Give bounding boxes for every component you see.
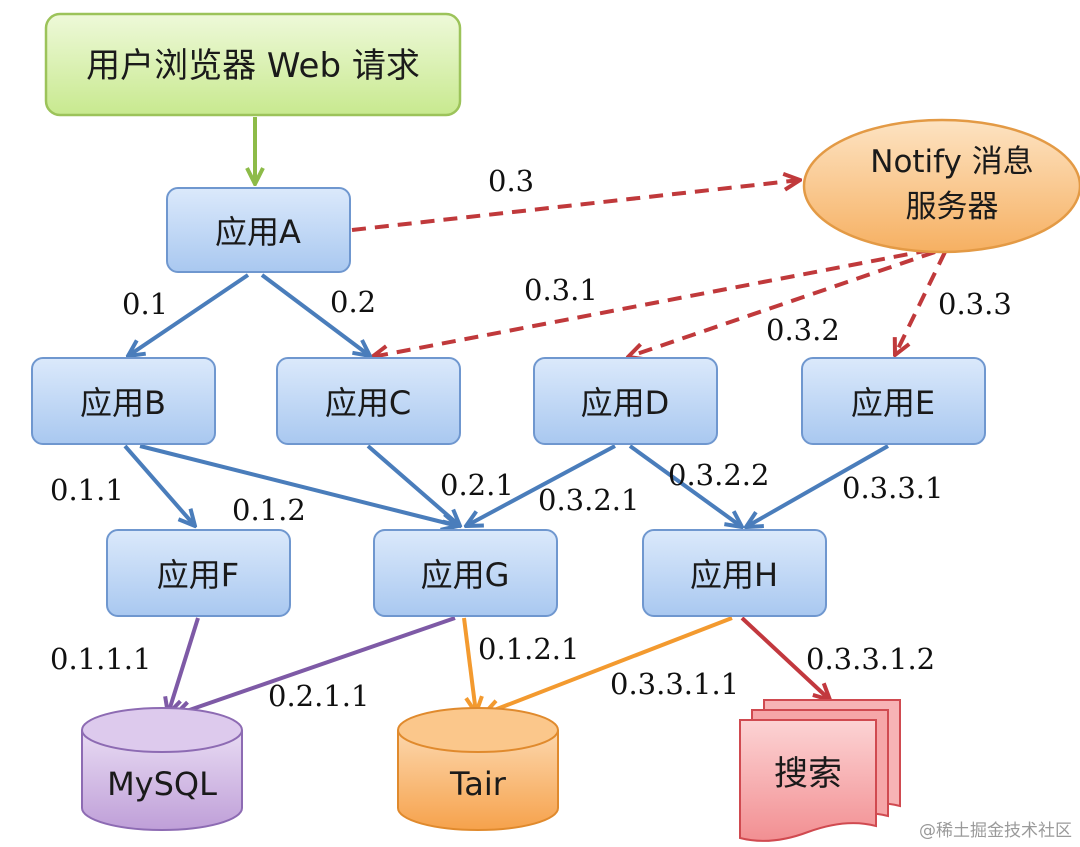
label-notify-e: 0.3.3 <box>938 287 1012 321</box>
app-node-d: 应用D <box>533 357 718 445</box>
edge-b-to-g <box>139 444 458 526</box>
label-b-f: 0.1.1 <box>50 473 124 507</box>
edge-notify-to-d <box>628 250 936 357</box>
edge-g-to-mysql <box>175 616 456 715</box>
app-c-label: 应用C <box>325 384 411 422</box>
edge-notify-to-e <box>895 251 947 355</box>
edge-h-to-search <box>740 616 830 700</box>
edge-h-to-tair <box>484 616 733 714</box>
request-label: 用户浏览器 Web 请求 <box>86 46 420 86</box>
edge-f-to-mysql <box>168 617 200 714</box>
tair-database: Tair <box>397 707 559 831</box>
label-b-g: 0.1.2 <box>232 493 306 527</box>
label-notify-c: 0.3.1 <box>524 273 598 307</box>
mysql-database: MySQL <box>81 707 243 831</box>
edge-a-to-notify <box>351 180 800 232</box>
app-node-e: 应用E <box>801 357 986 445</box>
label-g-mysql: 0.2.1.1 <box>268 679 369 713</box>
label-a-notify: 0.3 <box>488 164 534 198</box>
notify-label-line1: Notify 消息 <box>870 144 1034 180</box>
label-f-mysql: 0.1.1.1 <box>50 642 151 676</box>
edge-labels: 0.3 0.1 0.2 0.3.1 0.3.2 0.3.3 0.1.1 0.1.… <box>50 164 1012 713</box>
label-g-tair: 0.1.2.1 <box>478 632 579 666</box>
app-g-label: 应用G <box>421 556 510 594</box>
app-f-label: 应用F <box>157 556 239 594</box>
edge-g-to-tair <box>462 617 476 713</box>
app-h-label: 应用H <box>690 556 778 594</box>
notify-server-node: Notify 消息 服务器 <box>802 118 1080 254</box>
label-a-c: 0.2 <box>330 285 376 319</box>
edge-e-to-h <box>746 444 889 527</box>
label-notify-d: 0.3.2 <box>766 313 840 347</box>
tair-label: Tair <box>449 765 507 803</box>
app-node-b: 应用B <box>31 357 216 445</box>
edges <box>123 117 947 715</box>
label-d-g: 0.3.2.1 <box>538 483 639 517</box>
label-c-g: 0.2.1 <box>440 468 514 502</box>
app-node-c: 应用C <box>276 357 461 445</box>
label-h-tair: 0.3.3.1.1 <box>610 667 739 701</box>
edge-c-to-g <box>366 444 460 526</box>
request-node: 用户浏览器 Web 请求 <box>44 12 462 117</box>
app-node-f: 应用F <box>106 529 291 617</box>
edge-a-to-c <box>260 273 370 356</box>
edge-b-to-f <box>123 444 195 526</box>
app-a-label: 应用A <box>215 213 301 251</box>
edge-d-to-g <box>466 444 616 526</box>
search-label: 搜索 <box>774 754 842 794</box>
edge-a-to-b <box>128 273 250 356</box>
app-d-label: 应用D <box>581 384 670 422</box>
app-e-label: 应用E <box>851 384 935 422</box>
watermark: @稀土掘金技术社区 <box>919 821 1072 841</box>
label-e-h: 0.3.3.1 <box>842 471 943 505</box>
app-node-g: 应用G <box>373 529 558 617</box>
label-a-b: 0.1 <box>122 287 168 321</box>
label-h-search: 0.3.3.1.2 <box>806 642 935 676</box>
app-b-label: 应用B <box>80 384 166 422</box>
notify-label-line2: 服务器 <box>906 189 999 225</box>
mysql-label: MySQL <box>107 765 217 803</box>
label-d-h: 0.3.2.2 <box>668 458 769 492</box>
edge-notify-to-c <box>372 248 931 357</box>
edge-d-to-h <box>628 444 742 527</box>
app-node-a: 应用A <box>166 187 351 273</box>
app-node-h: 应用H <box>642 529 827 617</box>
search-documents: 搜索 <box>739 699 901 842</box>
